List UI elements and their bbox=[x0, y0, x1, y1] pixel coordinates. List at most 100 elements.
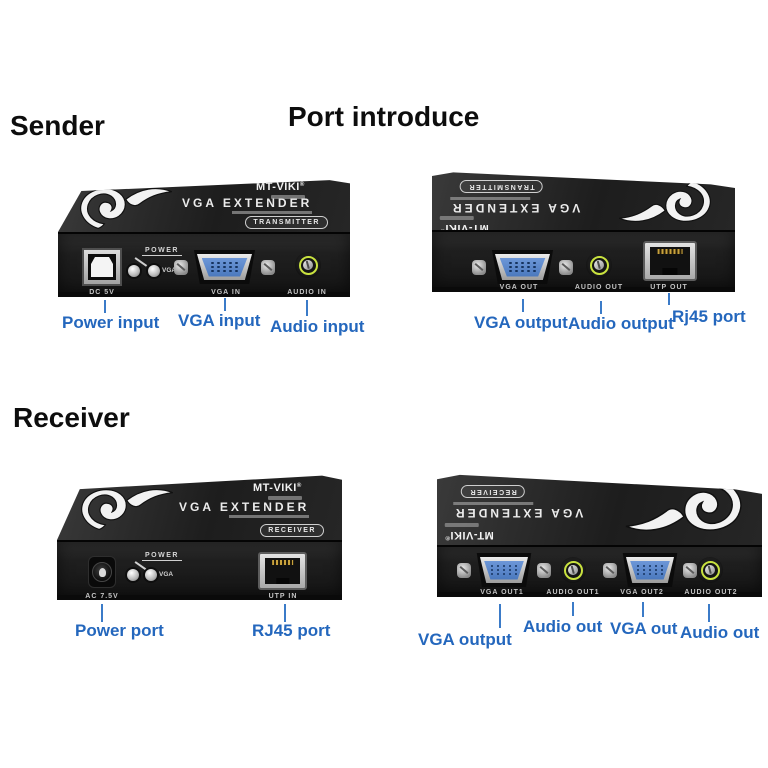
brand-swirl-logo bbox=[619, 180, 711, 223]
vga-led-label: VGA bbox=[162, 267, 177, 274]
device-front-panel: VGA OUT1 AUDIO OUT1 VGA OUT2 AUDIO OUT2 bbox=[437, 545, 762, 597]
leader-line bbox=[600, 301, 602, 314]
vga-out-label: VGA OUT bbox=[499, 284, 539, 291]
product-name: VGA EXTENDER bbox=[179, 500, 310, 518]
device-top-surface: MT-VIKI® VGA EXTENDER TRANSMITTER bbox=[58, 180, 350, 232]
audio-out1-jack bbox=[560, 557, 586, 583]
brand-text: MT-VIKI bbox=[449, 529, 494, 541]
product-name: VGA EXTENDER bbox=[453, 502, 584, 520]
brand-text: MT-VIKI bbox=[256, 181, 300, 193]
device-front-panel: AC 7.5V POWER VGA UTP IN bbox=[57, 540, 342, 600]
brand-logo: MT-VIKI® bbox=[445, 523, 494, 541]
utp-in-label: UTP IN bbox=[268, 593, 298, 600]
vga-screw-icon bbox=[559, 259, 573, 275]
rj45-port-callout: RJ45 port bbox=[252, 621, 331, 640]
device-top-surface: MT-VIKI® VGA EXTENDER RECEIVER bbox=[57, 475, 342, 540]
vga-screw-icon bbox=[457, 562, 471, 578]
audio-out-label: AUDIO OUT bbox=[574, 284, 624, 291]
vga-out-callout: VGA out bbox=[610, 619, 678, 638]
leader-line bbox=[668, 293, 670, 305]
vga-screw-icon bbox=[261, 259, 275, 275]
vga-connector-icon bbox=[622, 553, 678, 587]
vga-input-callout: VGA input bbox=[178, 311, 261, 330]
power-led-pointer-line bbox=[134, 561, 148, 571]
brand-logo: MT-VIKI® bbox=[253, 483, 302, 500]
brand-text: MT-VIKI bbox=[253, 482, 297, 494]
vga-in-connector bbox=[174, 250, 275, 284]
vga-out1-label: VGA OUT1 bbox=[480, 589, 524, 596]
power-led bbox=[128, 265, 140, 277]
audio-output-callout: Audio output bbox=[568, 314, 674, 333]
registered-mark: ® bbox=[445, 534, 450, 540]
receiver-badge: RECEIVER bbox=[461, 485, 525, 498]
audio-out2-callout: Audio out bbox=[680, 623, 760, 642]
leader-line bbox=[284, 604, 286, 622]
product-text: VGA EXTENDER bbox=[453, 506, 584, 520]
brand-subtext-bar bbox=[267, 496, 302, 500]
vga-connector-icon bbox=[193, 250, 256, 284]
port-introduce-heading: Port introduce bbox=[288, 101, 480, 132]
dc-power-jack bbox=[88, 556, 116, 588]
audio-out1-callout: Audio out bbox=[523, 617, 603, 636]
vga-screw-icon bbox=[472, 259, 486, 275]
leader-line bbox=[708, 604, 710, 622]
device-front-panel: DC 5V POWER VGA VGA IN AUDIO IN bbox=[58, 232, 350, 297]
rj45-utp-out-port bbox=[643, 241, 697, 281]
sender-front-device: MT-VIKI® VGA EXTENDER TRANSMITTER DC 5V … bbox=[58, 178, 350, 297]
audio-in-jack bbox=[295, 252, 321, 278]
product-subtext-bar bbox=[450, 197, 531, 200]
vga-led-label: VGA bbox=[159, 571, 174, 578]
audio-out-jack bbox=[586, 252, 612, 278]
leader-line bbox=[499, 604, 501, 628]
dc-5v-label: DC 5V bbox=[89, 289, 115, 296]
vga-screw-icon bbox=[603, 562, 617, 578]
leader-line bbox=[642, 602, 644, 617]
brand-subtext-bar bbox=[270, 195, 305, 199]
device-top-surface: RECEIVER VGA EXTENDER MT-VIKI® bbox=[437, 474, 762, 545]
leader-line bbox=[104, 300, 106, 313]
power-led bbox=[127, 569, 139, 581]
vga-led bbox=[145, 569, 157, 581]
transmitter-badge: TRANSMITTER bbox=[245, 216, 328, 229]
brand-swirl-logo bbox=[80, 187, 172, 230]
power-led-label: POWER bbox=[142, 247, 182, 256]
audio-in-label: AUDIO IN bbox=[287, 289, 327, 296]
audio-out1-label: AUDIO OUT1 bbox=[546, 589, 600, 596]
registered-mark: ® bbox=[296, 483, 302, 489]
vga-screw-icon bbox=[683, 562, 697, 578]
vga-output-callout: VGA output bbox=[418, 630, 512, 649]
vga-in-label: VGA IN bbox=[211, 289, 241, 296]
vga-connector-icon bbox=[491, 250, 554, 284]
device-top-surface: TRANSMITTER VGA EXTENDER MT-VIKI® bbox=[432, 172, 735, 230]
utp-out-label: UTP OUT bbox=[650, 284, 688, 291]
vga-output-callout: VGA output bbox=[474, 313, 568, 332]
product-text: VGA EXTENDER bbox=[182, 196, 313, 210]
receiver-heading: Receiver bbox=[13, 402, 130, 433]
vga-led bbox=[148, 265, 160, 277]
sender-rear-device: TRANSMITTER VGA EXTENDER MT-VIKI® VGA OU… bbox=[432, 170, 735, 297]
power-input-callout: Power input bbox=[62, 313, 160, 332]
receiver-front-device: MT-VIKI® VGA EXTENDER RECEIVER AC 7.5V P… bbox=[57, 473, 342, 600]
audio-out2-jack bbox=[697, 557, 723, 583]
vga-out2-label: VGA OUT2 bbox=[620, 589, 664, 596]
vga-connector-icon bbox=[476, 553, 532, 587]
vga-screw-icon bbox=[537, 562, 551, 578]
vga-out1-connector bbox=[457, 553, 551, 587]
receiver-rear-device: RECEIVER VGA EXTENDER MT-VIKI® VGA OUT1 bbox=[437, 472, 762, 602]
leader-line bbox=[101, 604, 103, 622]
product-text: VGA EXTENDER bbox=[450, 201, 581, 215]
product-name: VGA EXTENDER bbox=[450, 197, 581, 215]
vga-screw-icon bbox=[174, 259, 188, 275]
product-subtext-bar bbox=[228, 515, 310, 518]
receiver-badge: RECEIVER bbox=[260, 524, 324, 537]
leader-line bbox=[224, 298, 226, 311]
product-text: VGA EXTENDER bbox=[179, 500, 310, 514]
leader-line bbox=[522, 299, 524, 312]
rj45-port-callout: Rj45 port bbox=[672, 307, 746, 326]
device-front-panel: VGA OUT AUDIO OUT UTP OUT bbox=[432, 230, 735, 292]
registered-mark: ® bbox=[299, 182, 305, 188]
rj45-utp-in-port bbox=[258, 552, 307, 590]
power-led-label: POWER bbox=[142, 552, 182, 561]
audio-out2-label: AUDIO OUT2 bbox=[684, 589, 738, 596]
